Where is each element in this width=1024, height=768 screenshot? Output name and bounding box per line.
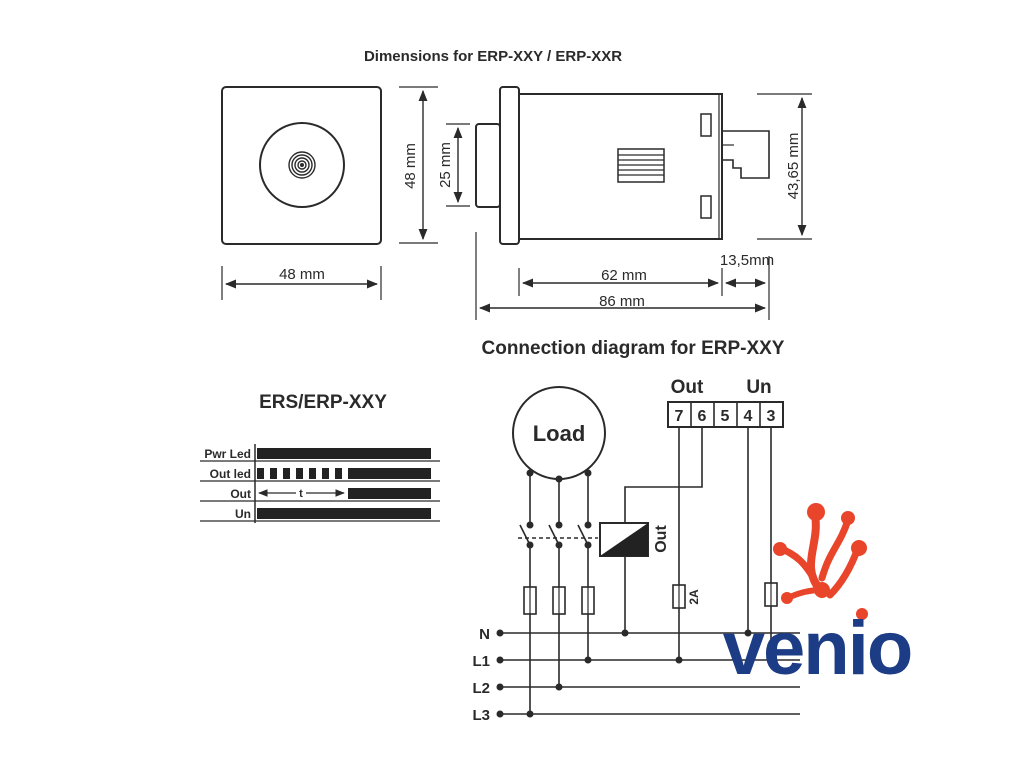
terminal-3: 3 bbox=[767, 408, 776, 425]
logo-molecule-icon bbox=[773, 503, 868, 620]
junction-dots bbox=[496, 469, 775, 718]
timing-row-un: Un bbox=[235, 507, 251, 521]
front-width-label: 48 mm bbox=[279, 266, 325, 283]
terminal-4: 4 bbox=[744, 408, 753, 425]
front-width-dimension bbox=[221, 266, 382, 300]
knob-height-label: 25 mm bbox=[437, 142, 454, 188]
timing-row-out: Out bbox=[230, 487, 251, 501]
terminal-6: 6 bbox=[698, 408, 707, 425]
terminal-7: 7 bbox=[675, 408, 684, 425]
un-group-label: Un bbox=[746, 377, 771, 398]
logo-wordmark: venio bbox=[723, 606, 912, 691]
line-label-l3: L3 bbox=[472, 707, 490, 724]
terminal-5: 5 bbox=[721, 408, 730, 425]
fuse-wires bbox=[529, 583, 772, 614]
rear-connector-label: 13,5mm bbox=[720, 252, 774, 269]
relay-coil bbox=[599, 522, 649, 557]
line-label-n: N bbox=[479, 626, 490, 643]
body-height-dimension bbox=[757, 93, 812, 240]
out-group-label: Out bbox=[671, 377, 704, 398]
timing-row-pwr-led: Pwr Led bbox=[204, 447, 251, 461]
body-length-label: 62 mm bbox=[601, 267, 647, 284]
fuse-rating-label: 2A bbox=[687, 589, 701, 605]
dimensions-title: Dimensions for ERP-XXY / ERP-XXR bbox=[364, 48, 622, 65]
front-height-label: 48 mm bbox=[402, 143, 419, 189]
line-label-l2: L2 bbox=[472, 680, 490, 697]
relay-label: Out bbox=[653, 525, 670, 553]
timing-row-out-led: Out led bbox=[210, 467, 251, 481]
load-label: Load bbox=[533, 421, 586, 446]
length-dimensions bbox=[475, 232, 770, 320]
timing-title: ERS/ERP-XXY bbox=[259, 392, 387, 413]
body-height-label: 43,65 mm bbox=[785, 133, 802, 200]
side-view bbox=[475, 86, 770, 245]
connection-title: Connection diagram for ERP-XXY bbox=[482, 338, 785, 359]
front-view bbox=[221, 86, 382, 245]
total-length-label: 86 mm bbox=[599, 293, 645, 310]
venio-logo: venio bbox=[723, 503, 913, 691]
knob-height-dimension bbox=[446, 123, 470, 207]
timing-diagram bbox=[200, 444, 440, 523]
front-height-dimension bbox=[399, 86, 438, 244]
timing-interval-label: t bbox=[299, 488, 303, 500]
line-label-l1: L1 bbox=[472, 653, 490, 670]
terminal-block bbox=[667, 401, 784, 428]
